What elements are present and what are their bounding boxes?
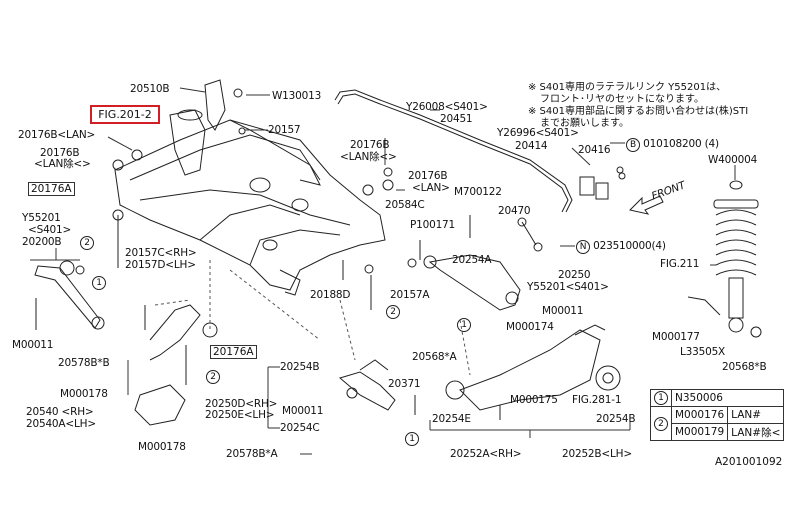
label-20157[interactable]: 20157 bbox=[268, 124, 301, 136]
label-M000178-a[interactable]: M000178 bbox=[60, 388, 108, 400]
label-20176A-box-2[interactable]: 20176A bbox=[210, 345, 257, 359]
label-20157A[interactable]: 20157A bbox=[390, 289, 430, 301]
label-20250E[interactable]: 20250E<LH> bbox=[205, 409, 275, 421]
lateral-link-drawing bbox=[34, 254, 521, 330]
label-20578B-B[interactable]: 20578B*B bbox=[58, 357, 110, 369]
label-20540A[interactable]: 20540A<LH> bbox=[26, 418, 96, 430]
label-20416[interactable]: 20416 bbox=[578, 144, 611, 156]
label-010108200[interactable]: B 010108200 (4) bbox=[626, 138, 719, 152]
shock-absorber-drawing bbox=[687, 180, 759, 333]
label-20578B-A[interactable]: 20578B*A bbox=[226, 448, 278, 460]
label-20568-B[interactable]: 20568*B bbox=[722, 361, 767, 373]
label-M000178-b[interactable]: M000178 bbox=[138, 441, 186, 453]
label-M000175[interactable]: M000175 bbox=[510, 394, 558, 406]
label-20451[interactable]: 20451 bbox=[440, 113, 473, 125]
legend-part[interactable]: N350006 bbox=[670, 389, 785, 407]
label-20250D[interactable]: 20250D<RH> bbox=[205, 398, 278, 410]
label-FIG211[interactable]: FIG.211 bbox=[660, 258, 700, 270]
label-20157D[interactable]: 20157D<LH> bbox=[125, 259, 196, 271]
callout-2b-icon: 2 bbox=[386, 305, 400, 319]
label-Y55201[interactable]: Y55201 bbox=[22, 212, 61, 224]
label-M00011-a[interactable]: M00011 bbox=[542, 305, 584, 317]
label-20176B-b[interactable]: 20176B bbox=[350, 139, 390, 151]
callout-2c-icon: 2 bbox=[206, 370, 220, 384]
label-20371[interactable]: 20371 bbox=[388, 378, 421, 390]
label-20176B-b-sub[interactable]: <LAN除<> bbox=[340, 151, 397, 163]
label-20252A[interactable]: 20252A<RH> bbox=[450, 448, 522, 460]
label-S401[interactable]: <S401> bbox=[28, 224, 72, 236]
label-20568-A[interactable]: 20568*A bbox=[412, 351, 457, 363]
note-line-3: ※ S401専用部品に関するお問い合わせは(株)STI bbox=[528, 106, 749, 117]
label-20414[interactable]: 20414 bbox=[515, 140, 548, 152]
label-20176B-a[interactable]: 20176B bbox=[40, 147, 80, 159]
callout-2-icon: 2 bbox=[80, 236, 94, 250]
label-20200B[interactable]: 20200B bbox=[22, 236, 62, 248]
label-20176A-box[interactable]: 20176A bbox=[28, 182, 75, 196]
reference-lines bbox=[154, 260, 471, 376]
label-M700122[interactable]: M700122 bbox=[454, 186, 502, 198]
label-20176B-a-sub[interactable]: <LAN除<> bbox=[34, 158, 91, 170]
label-W400004[interactable]: W400004 bbox=[708, 154, 758, 166]
front-arrow bbox=[629, 195, 664, 215]
label-FIG281[interactable]: FIG.281-1 bbox=[572, 394, 622, 406]
label-20176B-lan[interactable]: 20176B<LAN> bbox=[18, 129, 96, 141]
note-line-1: ※ S401専用のラテラルリンク Y55201は、 bbox=[528, 82, 727, 93]
callout-1-icon: 1 bbox=[457, 318, 471, 332]
label-20540[interactable]: 20540 <RH> bbox=[26, 406, 94, 418]
label-20252B[interactable]: 20252B<LH> bbox=[562, 448, 632, 460]
label-20254A[interactable]: 20254A bbox=[452, 254, 492, 266]
label-20254E[interactable]: 20254E bbox=[432, 413, 471, 425]
label-20254B-2[interactable]: 20254B bbox=[596, 413, 636, 425]
diagram-code: A201001092 bbox=[715, 456, 783, 468]
label-W130013[interactable]: W130013 bbox=[272, 90, 322, 102]
label-20254C[interactable]: 20254C bbox=[280, 422, 320, 434]
label-20470[interactable]: 20470 bbox=[498, 205, 531, 217]
leader-lines bbox=[30, 87, 736, 455]
label-P100171[interactable]: P100171 bbox=[410, 219, 456, 231]
label-M000177[interactable]: M000177 bbox=[652, 331, 700, 343]
label-Y26008[interactable]: Y26008<S401> bbox=[406, 101, 488, 113]
note-line-2: フロント･リヤのセットになります。 bbox=[540, 94, 704, 105]
label-20584C[interactable]: 20584C bbox=[385, 199, 425, 211]
label-023510000[interactable]: N 023510000(4) bbox=[576, 240, 666, 254]
label-20176B-c-sub[interactable]: <LAN> bbox=[412, 182, 450, 194]
label-L33505X[interactable]: L33505X bbox=[680, 346, 726, 358]
legend-cond: LAN#除< bbox=[727, 423, 785, 441]
note-line-4: までお願いします。 bbox=[540, 118, 629, 129]
label-20157C[interactable]: 20157C<RH> bbox=[125, 247, 197, 259]
legend-table: 1 N350006 2 M000176 LAN# M000179 LAN#除< bbox=[650, 389, 785, 441]
label-20250[interactable]: 20250 bbox=[558, 269, 591, 281]
callout-1c-icon: 1 bbox=[405, 432, 419, 446]
legend-part[interactable]: M000179 bbox=[670, 423, 729, 441]
legend-row: 2 M000176 LAN# bbox=[650, 406, 785, 441]
legend-cond: LAN# bbox=[727, 406, 785, 424]
legend-row: M000179 LAN#除< bbox=[651, 423, 785, 441]
label-M00011-c[interactable]: M00011 bbox=[282, 405, 324, 417]
label-20188D[interactable]: 20188D bbox=[310, 289, 351, 301]
label-20510B[interactable]: 20510B bbox=[130, 83, 170, 95]
legend-num: 1 bbox=[650, 389, 672, 407]
b-mark-icon: B bbox=[626, 138, 640, 152]
label-M00011-b[interactable]: M00011 bbox=[12, 339, 54, 351]
label-Y26996[interactable]: Y26996<S401> bbox=[497, 127, 579, 139]
legend-part[interactable]: M000176 bbox=[670, 406, 729, 424]
callout-1b-icon: 1 bbox=[92, 276, 106, 290]
n-mark-icon: N bbox=[576, 240, 590, 254]
legend-num: 2 bbox=[650, 406, 672, 441]
bolts-drawing bbox=[35, 88, 762, 420]
label-20254B[interactable]: 20254B bbox=[280, 361, 320, 373]
label-20176B-c[interactable]: 20176B bbox=[408, 170, 448, 182]
label-Y55201-S401[interactable]: Y55201<S401> bbox=[527, 281, 609, 293]
lower-arm-drawing bbox=[134, 304, 396, 426]
subframe-drawing bbox=[114, 79, 386, 296]
legend-row: 1 N350006 bbox=[650, 389, 785, 407]
label-M000174[interactable]: M000174 bbox=[506, 321, 554, 333]
stabilizer-bar-drawing bbox=[334, 89, 609, 252]
fig-reference-link[interactable]: FIG.201-2 bbox=[90, 105, 160, 124]
